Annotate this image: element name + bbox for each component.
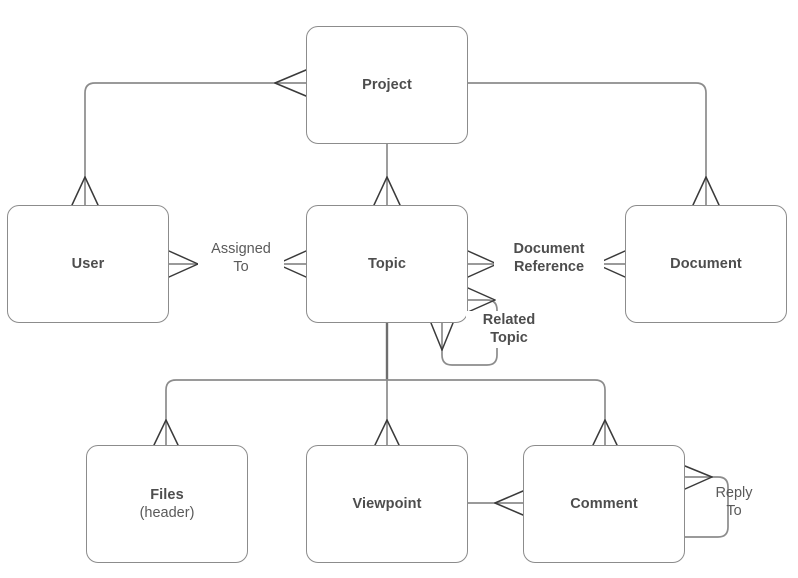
- entity-files-title: Files: [150, 486, 184, 503]
- entity-document-title: Document: [670, 255, 742, 272]
- entity-comment[interactable]: Comment: [523, 445, 685, 563]
- crowfoot-comment-reply: [684, 465, 713, 490]
- relationship-label-assigned-to: Assigned To: [198, 240, 284, 278]
- crowfoot-viewpoint-top: [374, 419, 400, 446]
- entity-files-subtitle: (header): [139, 505, 195, 521]
- connector-project-document: [467, 82, 707, 206]
- entity-comment-title: Comment: [570, 495, 638, 512]
- entity-project-title: Project: [362, 76, 412, 93]
- crowfoot-user-top: [71, 176, 99, 206]
- entity-files[interactable]: Files (header): [86, 445, 248, 563]
- crowfoot-topic-related-out: [467, 287, 496, 313]
- crowfoot-topic-top: [373, 176, 401, 206]
- entity-project[interactable]: Project: [306, 26, 468, 144]
- crowfoot-comment-left: [494, 490, 524, 516]
- connector-comment-reply-to: [684, 476, 729, 538]
- relationship-label-reply-to: Reply To: [715, 485, 753, 519]
- crowfoot-document-top: [692, 176, 720, 206]
- entity-document[interactable]: Document: [625, 205, 787, 323]
- entity-viewpoint-title: Viewpoint: [352, 495, 422, 512]
- relationship-label-document-reference: Document Reference: [494, 240, 604, 278]
- entity-topic[interactable]: Topic: [306, 205, 468, 323]
- crowfoot-files-top: [153, 419, 179, 446]
- connector-topic-comment: [386, 379, 606, 446]
- entity-viewpoint[interactable]: Viewpoint: [306, 445, 468, 563]
- crowfoot-topic-related-in: [430, 322, 454, 351]
- entity-user[interactable]: User: [7, 205, 169, 323]
- relationship-label-related-topic: Related Topic: [466, 311, 552, 349]
- entity-topic-title: Topic: [367, 255, 407, 272]
- connector-project-user: [84, 82, 307, 206]
- connector-topic-files: [165, 379, 388, 446]
- connector-topic-related-topic: [441, 299, 498, 366]
- entity-user-title: User: [71, 255, 105, 272]
- crowfoot-comment-top: [592, 419, 618, 446]
- crowfoot-user-right: [168, 250, 199, 278]
- crowfoot-topic-right: [467, 250, 498, 278]
- crowfoot-project-left: [274, 69, 307, 97]
